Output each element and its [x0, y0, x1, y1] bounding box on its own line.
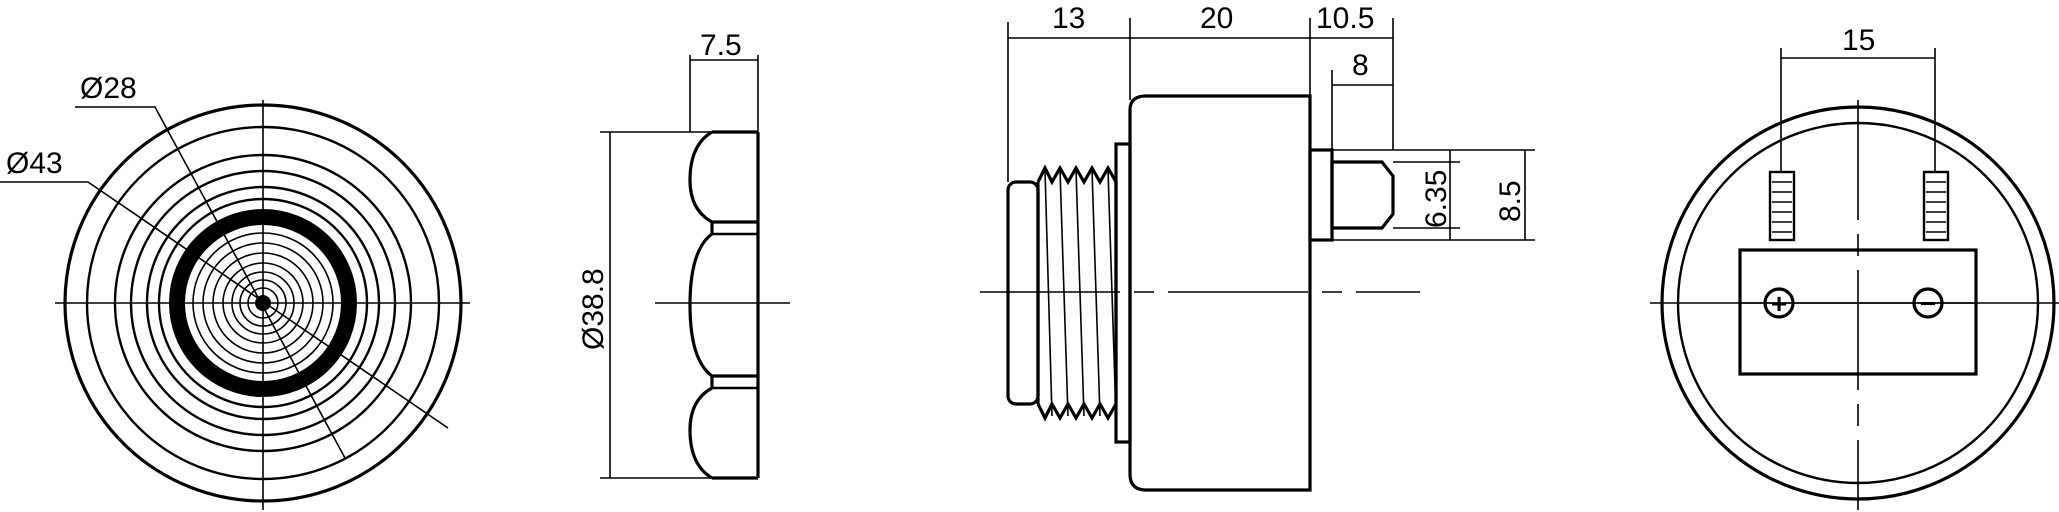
back-pin-left — [1768, 170, 1796, 242]
front-circle-6 — [157, 197, 369, 409]
front-ring-c — [212, 252, 314, 354]
leader-o28 — [75, 106, 346, 459]
label-13: 13 — [1052, 2, 1085, 35]
thread-lines — [1044, 169, 1117, 417]
nut-flat-1 — [688, 130, 758, 224]
terminal-base — [1308, 148, 1334, 242]
positive-symbol: + — [1771, 288, 1787, 319]
leader-o43 — [0, 181, 449, 429]
label-15: 15 — [1842, 24, 1875, 57]
front-ring-e — [231, 271, 295, 335]
label-20: 20 — [1200, 2, 1233, 35]
front-ring-a — [192, 232, 334, 374]
back-view: 15 + − — [1650, 24, 2059, 510]
side-view: 13 20 10.5 8 — [980, 2, 1535, 492]
terminal-block — [1738, 248, 1978, 376]
front-ring-f — [239, 279, 287, 327]
front-ring-b — [202, 242, 324, 364]
positive-terminal-icon — [1763, 287, 1795, 319]
label-10-5: 10.5 — [1316, 2, 1374, 35]
label-8-5: 8.5 — [1494, 180, 1527, 222]
front-outer-circle — [63, 103, 463, 503]
terminal-pin — [1330, 160, 1395, 230]
front-circle-2 — [85, 125, 441, 481]
negative-symbol: − — [1920, 288, 1936, 319]
main-body — [1128, 94, 1312, 492]
nut-flat-3 — [688, 386, 713, 480]
nut-view: 7.5 Ø38.8 — [577, 29, 790, 480]
thread-top-teeth — [1036, 164, 1118, 186]
front-ring-g — [247, 287, 279, 319]
label-7-5: 7.5 — [700, 29, 742, 62]
front-circle-3 — [113, 153, 413, 453]
label-o38-8: Ø38.8 — [577, 268, 610, 350]
front-circle-5 — [145, 185, 381, 421]
back-inner-circle — [1676, 121, 2040, 485]
shoulder — [1114, 142, 1132, 444]
label-8: 8 — [1352, 49, 1369, 82]
label-6-35: 6.35 — [1420, 170, 1453, 228]
negative-terminal-icon — [1912, 287, 1944, 319]
thread-face — [1006, 180, 1040, 406]
front-ring-d — [222, 262, 304, 344]
thread-bottom-teeth — [1036, 400, 1118, 422]
label-o28: Ø28 — [80, 72, 137, 105]
front-circle-4 — [129, 169, 397, 437]
back-outer-circle — [1660, 105, 2056, 501]
nut-flat-2 — [688, 232, 758, 378]
front-black-ring — [169, 209, 357, 397]
front-view: Ø43 Ø28 — [0, 72, 470, 510]
label-o43: Ø43 — [6, 147, 63, 180]
back-pin-right — [1922, 170, 1950, 242]
